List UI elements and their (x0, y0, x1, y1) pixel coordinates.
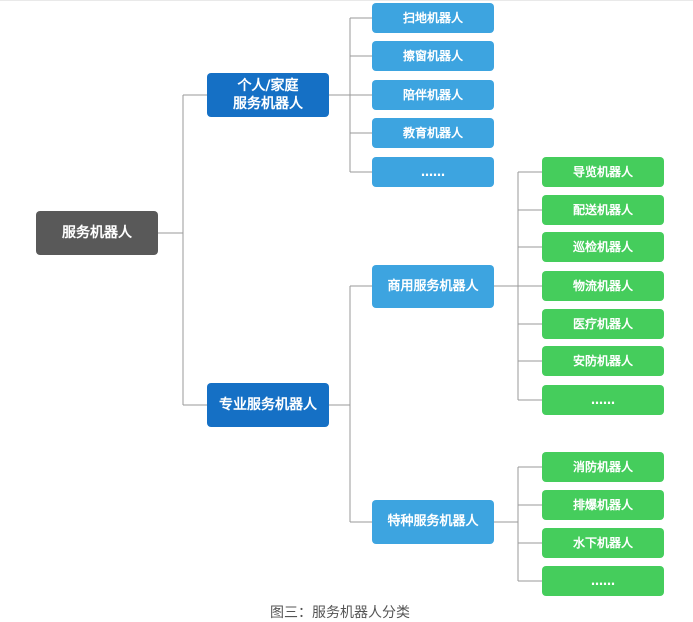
leaf-label: 物流机器人 (572, 279, 633, 293)
leaf-label: 水下机器人 (572, 536, 633, 550)
leaf-label: …… (421, 165, 445, 179)
leaf-label: 扫地机器人 (402, 11, 463, 25)
leaf-more: …… (542, 566, 664, 596)
leaf-label: 巡检机器人 (572, 240, 633, 254)
node-label: 专业服务机器人 (219, 397, 317, 413)
leaf-label: 排爆机器人 (572, 498, 633, 512)
leaf-label: 配送机器人 (572, 203, 633, 217)
leaf-inspection-robot: 巡检机器人 (542, 232, 664, 262)
leaf-education-robot: 教育机器人 (372, 118, 494, 148)
node-special-service-robot: 特种服务机器人 (372, 500, 494, 544)
figure-caption: 图三：服务机器人分类 (270, 605, 410, 621)
leaf-more: …… (372, 157, 494, 187)
leaf-firefighting-robot: 消防机器人 (542, 452, 664, 482)
leaf-label: 消防机器人 (572, 460, 633, 474)
leaf-label: 导览机器人 (572, 165, 633, 179)
leaf-security-robot: 安防机器人 (542, 346, 664, 376)
node-label-line1: 个人/家庭 (237, 78, 299, 94)
leaf-label: 陪伴机器人 (402, 88, 463, 102)
leaf-label: …… (591, 393, 615, 407)
leaf-bomb-disposal-robot: 排爆机器人 (542, 490, 664, 520)
leaf-label: 安防机器人 (572, 354, 633, 368)
leaf-guide-robot: 导览机器人 (542, 157, 664, 187)
node-label: 特种服务机器人 (387, 514, 479, 529)
leaf-logistics-robot: 物流机器人 (542, 271, 664, 301)
leaf-sweeping-robot: 扫地机器人 (372, 3, 494, 33)
leaf-label: 教育机器人 (402, 126, 463, 140)
node-commercial-service-robot: 商用服务机器人 (372, 265, 494, 308)
leaf-delivery-robot: 配送机器人 (542, 195, 664, 225)
leaf-companion-robot: 陪伴机器人 (372, 80, 494, 110)
leaf-label: 擦窗机器人 (402, 49, 463, 63)
leaf-label: …… (591, 574, 615, 588)
node-personal-home-service-robot: 个人/家庭 服务机器人 (207, 73, 329, 117)
node-label: 服务机器人 (62, 225, 132, 241)
leaf-label: 医疗机器人 (572, 317, 633, 331)
leaf-more: …… (542, 385, 664, 415)
leaf-underwater-robot: 水下机器人 (542, 528, 664, 558)
node-professional-service-robot: 专业服务机器人 (207, 383, 329, 427)
node-label: 商用服务机器人 (387, 278, 479, 294)
leaf-window-cleaning-robot: 擦窗机器人 (372, 41, 494, 71)
node-service-robot: 服务机器人 (36, 211, 158, 255)
node-label-line2: 服务机器人 (233, 96, 303, 112)
leaf-medical-robot: 医疗机器人 (542, 309, 664, 339)
top-divider (0, 0, 693, 1)
